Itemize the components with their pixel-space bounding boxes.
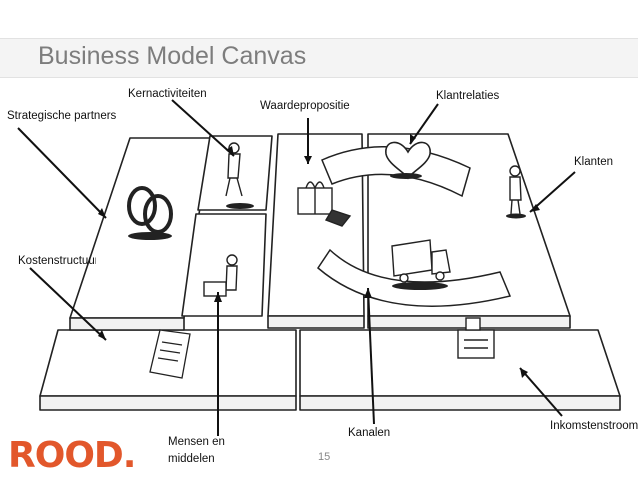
label-strategische-partners: Strategische partners bbox=[7, 110, 117, 122]
arrow-kanalen bbox=[367, 287, 375, 425]
arrow-kostenstructuur bbox=[29, 267, 107, 341]
title-band bbox=[0, 38, 638, 78]
arrow-klanten bbox=[529, 171, 576, 213]
arrow-strategische-partners bbox=[17, 127, 107, 219]
label-middelen: middelen bbox=[168, 453, 215, 465]
slide-title: Business Model Canvas bbox=[38, 42, 307, 70]
key-resources-block bbox=[181, 213, 267, 317]
gift-icon bbox=[297, 181, 352, 227]
arrow-inkomstenstroom bbox=[519, 367, 563, 417]
label-inkomstenstroom: Inkomstenstroom bbox=[550, 420, 638, 432]
document-icon bbox=[149, 329, 191, 379]
customer-figure bbox=[509, 165, 522, 215]
label-kernactiviteiten: Kernactiviteiten bbox=[128, 88, 207, 100]
resource-figure bbox=[203, 254, 238, 297]
label-mensen-en: Mensen en bbox=[168, 436, 225, 448]
truck-icon bbox=[391, 239, 451, 283]
cash-register-icon bbox=[457, 317, 495, 359]
page-number: 15 bbox=[318, 451, 331, 463]
channels-arc bbox=[317, 248, 512, 307]
label-klanten: Klanten bbox=[574, 156, 614, 168]
arrow-kernactiviteiten bbox=[171, 99, 235, 157]
label-kanalen: Kanalen bbox=[348, 427, 391, 439]
label-klantrelaties: Klantrelaties bbox=[436, 90, 500, 102]
rings-icon bbox=[127, 186, 173, 234]
label-waardepropositie: Waardepropositie bbox=[260, 100, 350, 112]
rood-logo: ROOD. bbox=[8, 435, 136, 476]
relationship-arc bbox=[321, 146, 471, 198]
label-kostenstructuur: Kostenstructuur bbox=[18, 255, 96, 267]
